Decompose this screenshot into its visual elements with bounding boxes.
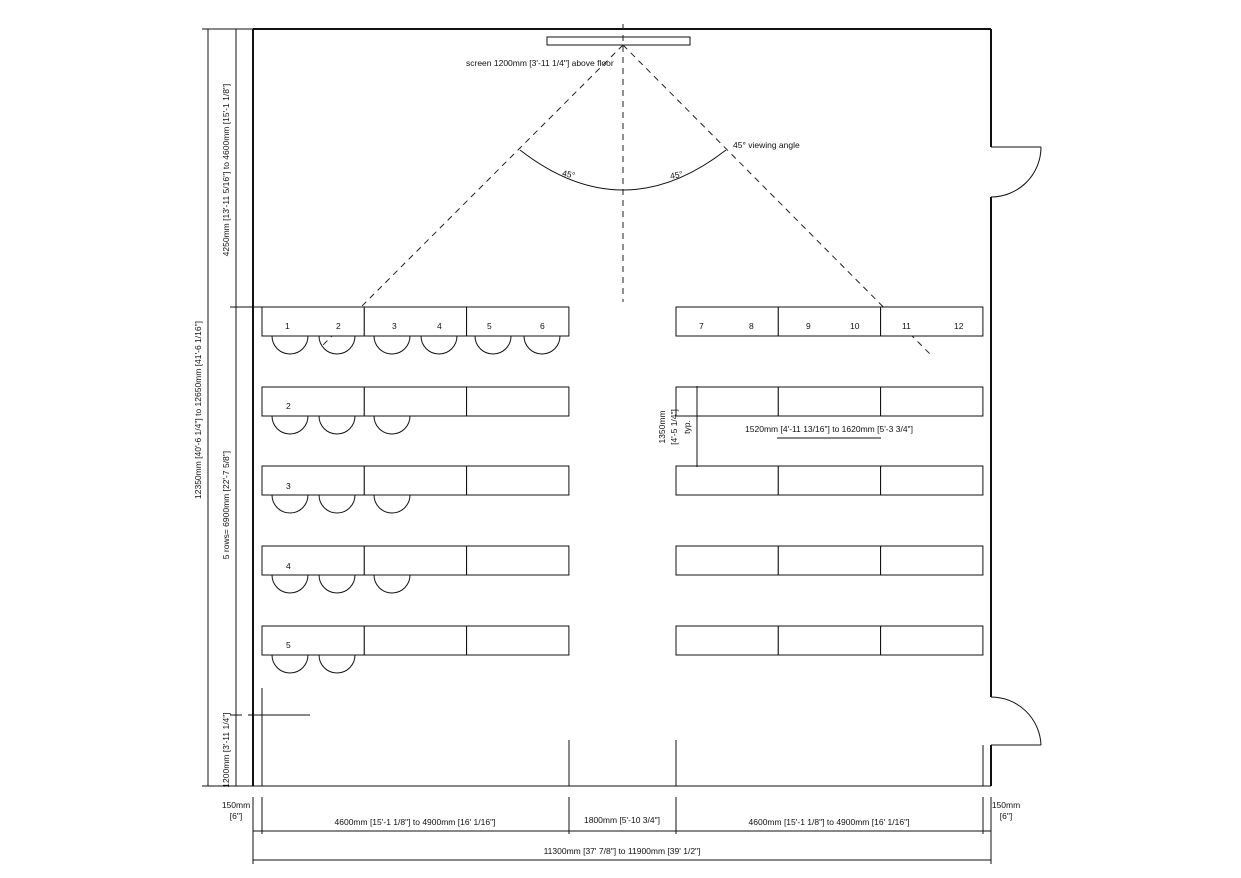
chair [271,494,309,514]
row-spacing-dimension-imperial: [4'-5 1/4"] [669,409,679,445]
table-width-dimension: 1520mm [4'-11 13/16"] to 1620mm [5'-3 3/… [745,424,913,434]
projection-screen [546,36,691,46]
table [777,545,882,576]
tables [261,306,984,656]
table [880,386,984,417]
chair [318,654,356,674]
table [363,545,468,576]
seat-number: 10 [850,321,860,331]
table [466,545,570,576]
table [675,545,779,576]
chair [271,335,309,355]
table [363,306,468,337]
seat-number: 4 [437,321,442,331]
screen-label: screen 1200mm [3'-11 1/4"] above floor [466,58,614,68]
table [777,306,882,337]
screen-to-first-row-dimension: 4250mm [13'-11 5/16"] to 4600mm [15'-1 1… [221,84,231,257]
chair [318,494,356,514]
table [777,625,882,656]
chair [271,415,309,435]
table [675,465,779,496]
wall-left-dimension-imperial: [6"] [230,811,242,821]
table [466,306,570,337]
row-number: 2 [286,401,291,411]
table [466,625,570,656]
door-bottom[interactable] [990,696,1042,746]
chair [373,494,411,514]
chair [373,574,411,594]
table [261,625,365,656]
angle-left-label: 45° [561,168,576,180]
chairs [271,335,561,674]
table [261,465,365,496]
chair [271,654,309,674]
seat-number: 1 [285,321,290,331]
table [675,306,779,337]
chair [271,574,309,594]
table [363,386,468,417]
table [466,465,570,496]
row-number: 4 [286,561,291,571]
chair [318,574,356,594]
chair [318,335,356,355]
left-dimensions [202,28,270,787]
table [261,306,365,337]
table [880,625,984,656]
bottom-dimensions [252,797,992,864]
table [880,545,984,576]
seat-number: 6 [540,321,545,331]
row-spacing-dimension: 1350mm [657,410,667,443]
door-top[interactable] [990,146,1042,198]
table [261,545,365,576]
wall-right-dimension: 150mm [992,800,1020,810]
seat-numbers: 1 2 3 4 5 6 7 8 9 10 11 12 2 3 4 5 [285,321,964,650]
angle-right-label: 45° [669,169,684,181]
seat-number: 12 [954,321,964,331]
right-block-dimension: 4600mm [15'-1 1/8"] to 4900mm [16' 1/16"… [749,817,910,827]
seat-number: 5 [487,321,492,331]
overall-depth-dimension: 12350mm [40'-6 1/4"] to 12650mm [41'-6 1… [193,321,203,499]
chair [523,335,561,355]
wall-right-dimension-imperial: [6"] [1000,811,1012,821]
table [363,465,468,496]
row-spacing-typ: typ. [682,420,692,434]
row-number: 5 [286,640,291,650]
table [675,625,779,656]
chair [373,415,411,435]
wall-left-dimension: 150mm [222,800,250,810]
seat-number: 8 [749,321,754,331]
table [466,386,570,417]
table [777,386,882,417]
aisle-dimension: 1800mm [5'-10 3/4"] [584,815,660,825]
chair [420,335,458,355]
table [261,386,365,417]
seat-number: 11 [902,321,911,331]
table [880,306,984,337]
rear-clearance-dimension: 1200mm [3'-11 1/4"] [221,712,231,787]
chair [373,335,411,355]
overall-width-dimension: 11300mm [37' 7/8"] to 11900mm [39' 1/2"] [544,846,701,856]
rows-depth-dimension: 5 rows= 6900mm [22'-7 5/8"] [221,451,231,559]
viewing-angle-label: 45° viewing angle [733,140,800,150]
chair [474,335,512,355]
table [777,465,882,496]
table [363,625,468,656]
table [880,465,984,496]
seat-number: 9 [806,321,811,331]
left-block-dimension: 4600mm [15'-1 1/8"] to 4900mm [16' 1/16"… [335,817,496,827]
seat-number: 2 [336,321,341,331]
table [675,386,779,417]
viewing-angle-lines [322,24,933,357]
row-number: 3 [286,481,291,491]
chair [318,415,356,435]
room-walls [248,28,992,787]
seat-number: 7 [699,321,704,331]
seat-number: 3 [392,321,397,331]
